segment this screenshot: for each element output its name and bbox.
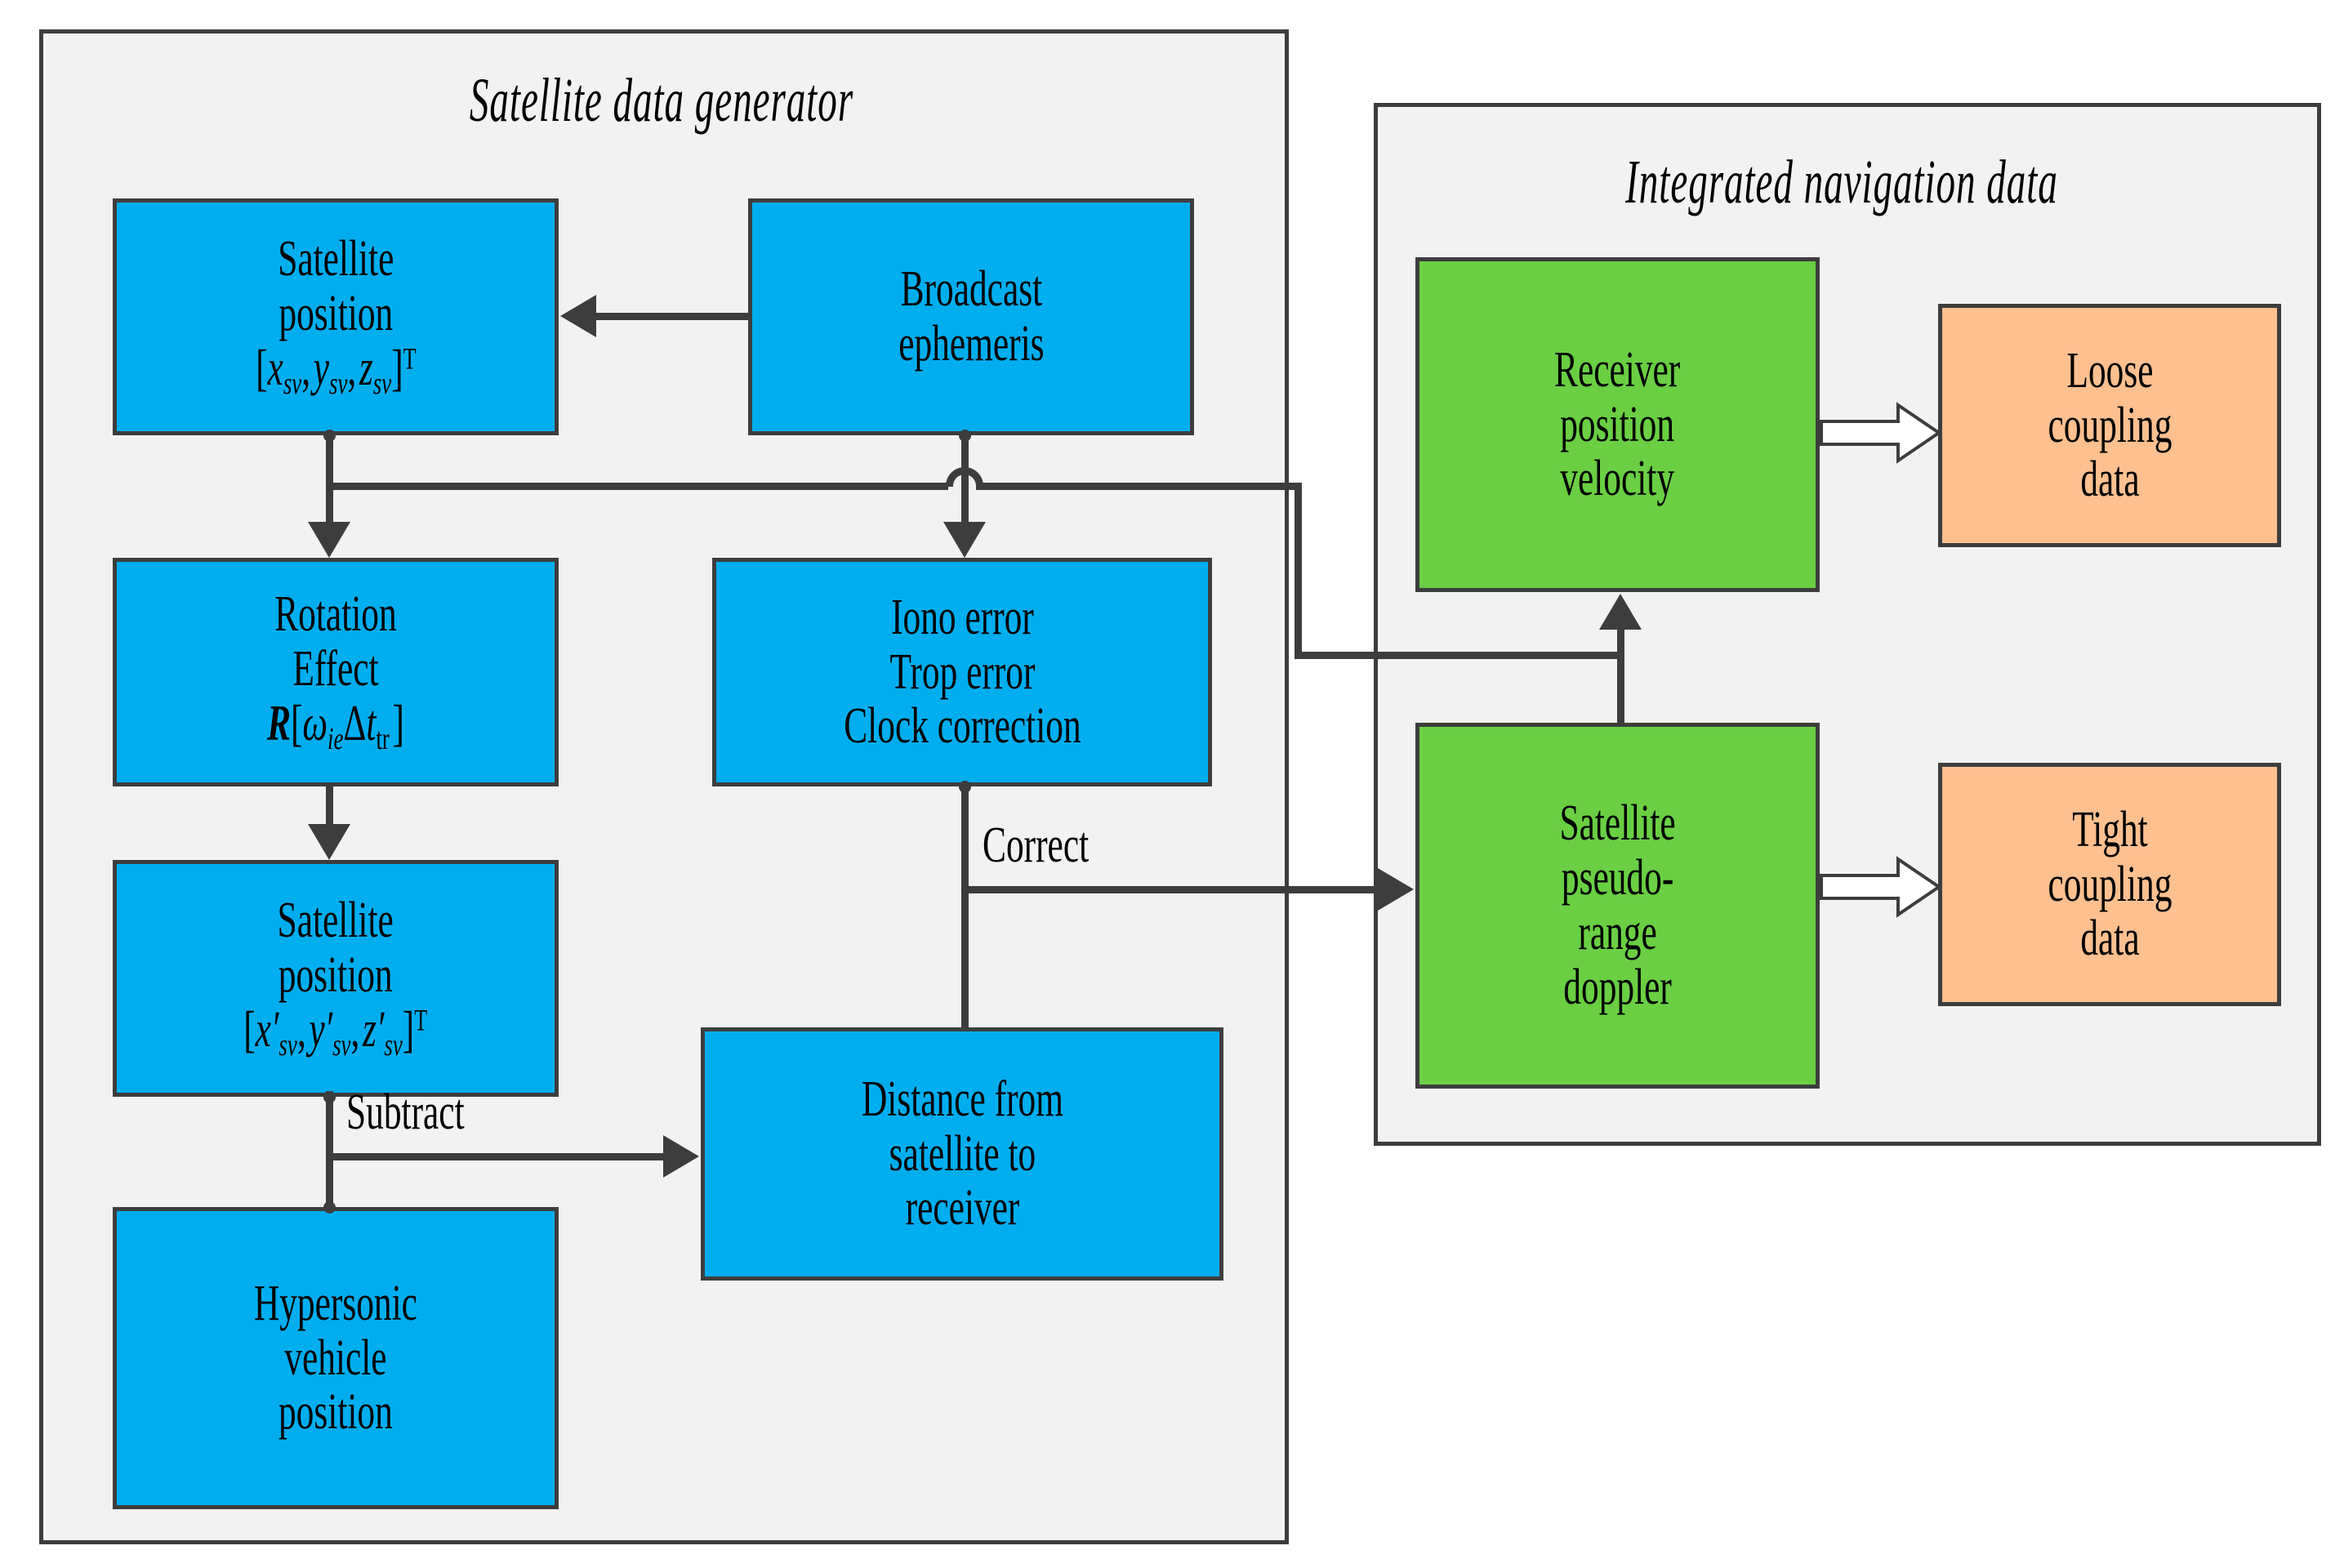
node-satellite-position-2-text: Satellite position [x′sv, y′sv, z′sv]T [204,893,466,1062]
edge-subtract-to-distance-arrowhead [663,1135,699,1178]
node-satellite-pseudorange-doppler[interactable]: Satellite pseudo- range doppler [1415,723,1820,1089]
node-pseudorange-line4: doppler [1563,959,1672,1015]
node-broadcast-ephemeris-line2: ephemeris [898,316,1045,372]
node-tight-coupling-data[interactable]: Tight coupling data [1938,763,2281,1006]
node-receiver-line2: position [1560,396,1675,452]
node-receiver-position-velocity[interactable]: Receiver position velocity [1415,257,1820,592]
node-tight-line2: coupling [2048,856,2172,912]
node-distance-line2: satellite to [889,1125,1036,1182]
edge-satpos1-to-receiver-seg3 [1295,483,1302,659]
node-receiver-line1: Receiver [1554,341,1681,398]
edge-satpos1-to-receiver-seg4 [1295,652,1624,659]
edge-subtract-trunk [326,1091,333,1212]
node-tight-coupling-data-text: Tight coupling data [2021,801,2199,967]
edge-label-subtract: Subtract [346,1085,465,1140]
node-broadcast-ephemeris-text: Broadcast ephemeris [867,262,1076,372]
edge-ephemeris-to-satpos1-arrowhead [560,295,596,337]
node-tight-line1: Tight [2071,801,2148,858]
node-iono-trop-clock-line2: Trop error [889,644,1035,700]
node-rotation-effect-formula: R[ωieΔttr ] [267,696,404,757]
node-satellite-pseudorange-doppler-text: Satellite pseudo- range doppler [1535,796,1700,1015]
node-satellite-position-2-line2: position [279,947,393,1004]
node-iono-trop-clock-text: Iono error Trop error Clock correction [793,590,1132,755]
node-receiver-position-velocity-text: Receiver position velocity [1527,341,1707,507]
node-iono-trop-clock[interactable]: Iono error Trop error Clock correction [712,558,1212,786]
node-loose-coupling-data[interactable]: Loose coupling data [1938,304,2281,547]
edge-subtract-to-distance-line [326,1153,665,1160]
edge-rotation-to-satpos2-line [326,786,333,826]
node-receiver-line3: velocity [1560,451,1675,507]
edge-correct-to-pseudorange-arrowhead [1378,868,1414,911]
edge-satpos1-to-receiver-seg5 [1617,629,1624,658]
node-iono-trop-clock-line1: Iono error [890,589,1034,645]
wire-hop-icon [946,467,983,487]
node-satellite-position-1-line1: Satellite [277,231,394,287]
edge-ephemeris-to-iono-line-lower [961,487,969,524]
panel-title-integrated-navigation-data: Integrated navigation data [1625,148,2058,216]
edge-rotation-to-satpos2-arrowhead [308,824,350,860]
edge-pseudorange-to-receiver-line [1617,658,1624,725]
node-broadcast-ephemeris[interactable]: Broadcast ephemeris [748,198,1194,435]
node-iono-trop-clock-line3: Clock correction [843,698,1081,755]
edge-ephemeris-to-iono-arrowhead [943,522,986,558]
node-distance-line3: receiver [905,1180,1019,1236]
node-rotation-effect-text: Rotation Effect R[ωieΔttr ] [238,587,434,756]
node-loose-coupling-data-text: Loose coupling data [2021,342,2199,508]
edge-satpos1-to-rotation-arrowhead [308,522,350,558]
node-satellite-position-2-formula: [x′sv, y′sv, z′sv]T [243,1002,428,1063]
node-satellite-position-2[interactable]: Satellite position [x′sv, y′sv, z′sv]T [113,860,559,1097]
node-hypersonic-line1: Hypersonic [253,1275,418,1331]
edge-satpos1-to-receiver-seg2 [976,483,1302,490]
edge-correct-to-pseudorange-line [961,886,1379,893]
block-arrow-pseudorange-to-tight [1820,856,1942,918]
node-satellite-position-1-formula: [xsv, ysv, zsv]T [255,341,417,402]
node-broadcast-ephemeris-line1: Broadcast [900,261,1042,318]
edge-ephemeris-to-satpos1-line [596,313,751,320]
edge-satpos1-to-receiver-seg1 [326,483,948,490]
node-distance-satellite-to-receiver[interactable]: Distance from satellite to receiver [701,1027,1223,1281]
panel-title-satellite-data-generator: Satellite data generator [469,66,854,135]
node-rotation-effect[interactable]: Rotation Effect R[ωieΔttr ] [113,558,559,786]
node-loose-line1: Loose [2065,342,2154,399]
edge-iono-trunk [961,786,969,1031]
node-rotation-effect-line2: Effect [292,641,379,697]
node-hypersonic-line2: vehicle [284,1330,387,1386]
junction-hypersonic-top [323,1201,336,1214]
node-pseudorange-line2: pseudo- [1561,850,1674,906]
edge-satpos1-to-receiver-arrowhead [1599,594,1642,630]
node-hypersonic-line3: position [279,1384,393,1441]
node-distance-line1: Distance from [861,1071,1063,1127]
node-loose-line3: data [2079,452,2140,508]
block-arrow-receiver-to-loose [1820,402,1942,464]
node-satellite-position-1-line2: position [279,286,393,342]
node-tight-line3: data [2079,911,2140,967]
edge-label-correct: Correct [983,817,1090,873]
edge-satpos1-to-rotation-line [326,435,333,523]
edge-ephemeris-to-iono-line-upper [961,435,969,487]
node-hypersonic-vehicle-position-text: Hypersonic vehicle position [219,1276,452,1441]
node-satellite-position-1[interactable]: Satellite position [xsv, ysv, zsv]T [113,198,559,435]
node-pseudorange-line3: range [1578,905,1657,960]
node-satellite-position-2-line1: Satellite [277,893,394,949]
node-rotation-effect-line1: Rotation [274,586,397,643]
node-pseudorange-line1: Satellite [1559,795,1676,852]
node-distance-satellite-to-receiver-text: Distance from satellite to receiver [818,1071,1107,1236]
node-loose-line2: coupling [2048,397,2172,453]
node-satellite-position-1-text: Satellite position [xsv, ysv, zsv]T [221,232,451,401]
node-hypersonic-vehicle-position[interactable]: Hypersonic vehicle position [113,1207,559,1509]
